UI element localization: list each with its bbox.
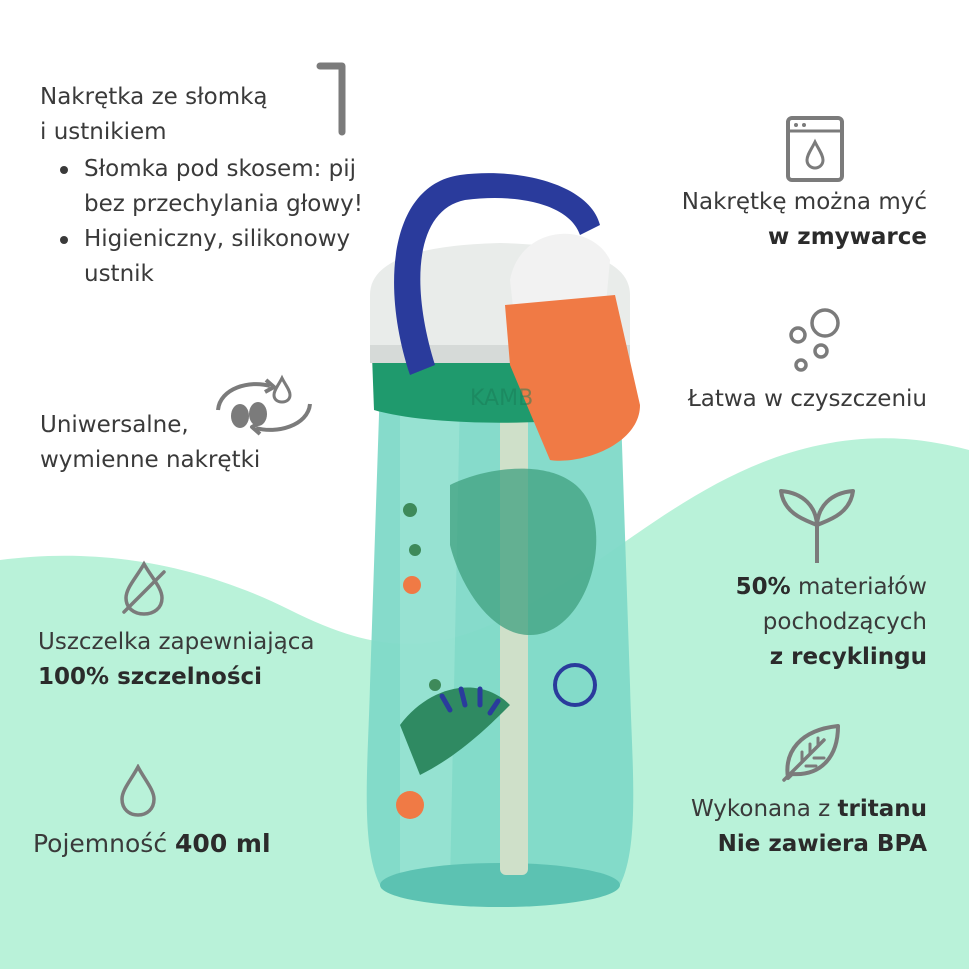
bullet-text: bez przechylania głowy!	[84, 191, 363, 217]
straw-cap-title-line2: i ustnikiem	[40, 119, 167, 145]
bullet-text: ustnik	[84, 261, 154, 287]
universal-caps-line2: wymienne nakrętki	[40, 447, 261, 473]
recycled-line1-rest: materiałów	[790, 574, 927, 600]
seal-line1: Uszczelka zapewniająca	[38, 629, 315, 655]
recycled-line2: pochodzących	[762, 609, 927, 635]
capacity-feature: Pojemność 400 ml	[33, 826, 353, 861]
cycle-icon	[216, 374, 312, 436]
drop-icon	[120, 764, 156, 817]
recycled-line3: z recyklingu	[769, 644, 927, 670]
recycled-feature: 50% materiałów pochodzących z recyklingu	[667, 570, 927, 675]
universal-caps-feature: Uniwersalne, wymienne nakrętki	[40, 408, 340, 478]
material-feature: Wykonana z tritanu Nie zawiera BPA	[607, 792, 927, 862]
seal-feature: Uszczelka zapewniająca 100% szczelności	[38, 625, 358, 695]
leaf-icon	[782, 724, 840, 782]
svg-text:KAMB: KAMB	[470, 386, 533, 411]
material-bpa: Nie zawiera BPA	[717, 831, 927, 857]
easy-clean-feature: Łatwa w czyszczeniu	[607, 382, 927, 417]
seal-line2: 100% szczelności	[38, 664, 263, 690]
bullet-item: Higieniczny, silikonowy ustnik	[40, 222, 400, 292]
straw-cap-bullets: Słomka pod skosem: pij bez przechylania …	[40, 152, 400, 292]
bubbles-icon	[789, 308, 840, 372]
straw-cap-title-line1: Nakrętka ze słomką	[40, 84, 268, 110]
crossed-drop-icon	[122, 560, 166, 616]
dishwasher-icon	[786, 116, 844, 182]
universal-caps-line1: Uniwersalne,	[40, 412, 189, 438]
bullet-item: Słomka pod skosem: pij bez przechylania …	[40, 152, 400, 222]
material-name: tritanu	[837, 796, 927, 822]
sprout-icon	[779, 489, 855, 563]
capacity-label: Pojemność	[33, 829, 176, 858]
straw-icon	[316, 62, 346, 136]
kids-water-bottle-image: KAMB	[366, 173, 640, 907]
material-line1: Wykonana z	[690, 796, 838, 822]
recycled-percent: 50%	[735, 574, 791, 600]
dishwasher-line1: Nakrętkę można myć	[681, 189, 927, 215]
bullet-text: Słomka pod skosem: pij	[84, 156, 357, 182]
easy-clean-line1: Łatwa w czyszczeniu	[687, 386, 927, 412]
dishwasher-feature: Nakrętkę można myć w zmywarce	[607, 185, 927, 255]
capacity-value: 400 ml	[175, 829, 271, 858]
dishwasher-line2: w zmywarce	[768, 224, 927, 250]
straw-cap-feature: Nakrętka ze słomką i ustnikiem Słomka po…	[40, 80, 400, 292]
bullet-text: Higieniczny, silikonowy	[84, 226, 351, 252]
